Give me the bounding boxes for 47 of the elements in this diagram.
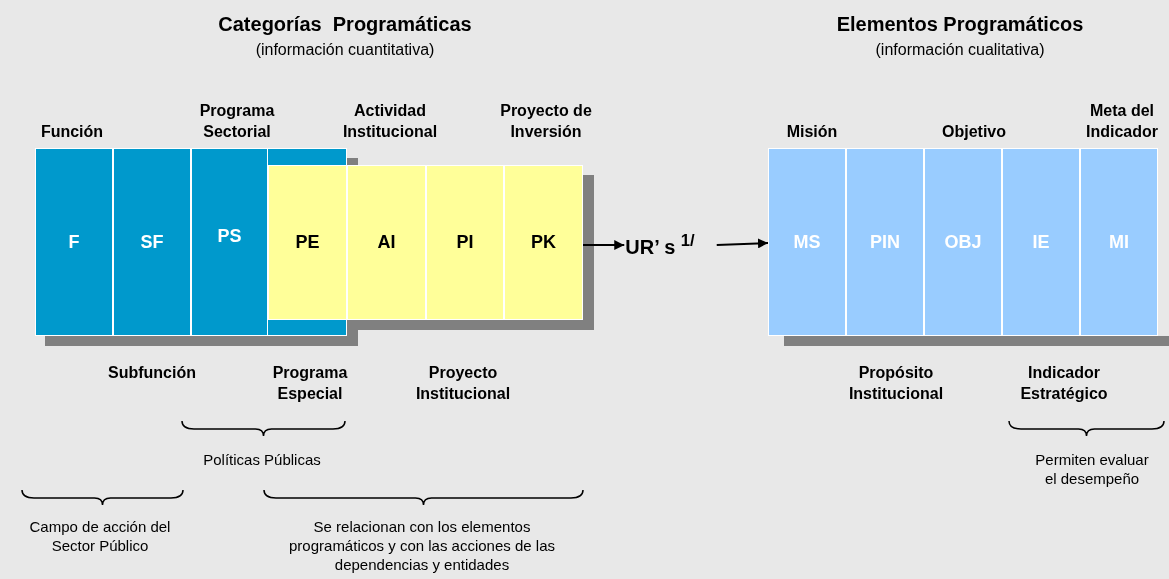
category-cell bbox=[846, 148, 924, 336]
section-subtitle: (información cuantitativa) bbox=[254, 40, 436, 60]
category-cell bbox=[35, 148, 113, 336]
category-cell bbox=[924, 148, 1002, 336]
column-heading: Meta del Indicador bbox=[1085, 101, 1159, 142]
cell-code: MS bbox=[793, 231, 821, 253]
cell-code: F bbox=[68, 231, 80, 253]
category-cell bbox=[191, 148, 268, 336]
column-heading: Subfunción bbox=[107, 363, 197, 383]
section-title: Elementos Programáticos bbox=[835, 12, 1085, 36]
brace-note: Se relacionan con los elementos programáticos y con las acciones de las dependencias y entidades bbox=[288, 517, 556, 574]
category-cell bbox=[113, 148, 191, 336]
column-heading: Actividad Institucional bbox=[341, 101, 439, 142]
cell-code: PI bbox=[456, 232, 474, 253]
column-heading: Misión bbox=[785, 122, 839, 142]
column-heading: Proyecto de Inversión bbox=[499, 101, 593, 142]
category-cell bbox=[1080, 148, 1158, 336]
brace-note: Políticas Públicas bbox=[202, 450, 322, 469]
category-cell bbox=[504, 165, 583, 320]
column-heading: Proyecto Institucional bbox=[414, 363, 512, 404]
column-heading: Programa Sectorial bbox=[198, 101, 276, 142]
section-subtitle: (información cualitativa) bbox=[874, 40, 1046, 60]
category-cell bbox=[268, 165, 347, 320]
arrow bbox=[582, 240, 626, 250]
unit-label: UR’ s $^{1/}$ bbox=[625, 231, 695, 259]
column-heading: Función bbox=[39, 122, 105, 142]
cell-code: OBJ bbox=[944, 231, 982, 253]
cell-code: PE bbox=[295, 232, 320, 253]
category-cell bbox=[768, 148, 846, 336]
brace-note: Campo de acción del Sector Público bbox=[28, 517, 172, 555]
cell-code: AI bbox=[377, 232, 396, 253]
column-heading: Objetivo bbox=[941, 122, 1007, 142]
cell-code: PIN bbox=[870, 231, 900, 253]
category-cell bbox=[426, 165, 504, 320]
cell-code: IE bbox=[1032, 231, 1050, 253]
category-cell bbox=[1002, 148, 1080, 336]
category-cell bbox=[347, 165, 426, 320]
section-title: Categorías Programáticas bbox=[217, 12, 473, 36]
column-heading: Indicador Estratégico bbox=[1019, 363, 1109, 404]
column-heading: Propósito Institucional bbox=[847, 363, 945, 404]
arrow bbox=[715, 238, 769, 249]
cell-code: MI bbox=[1109, 231, 1129, 253]
column-heading: Programa Especial bbox=[271, 363, 349, 404]
cell-code: PK bbox=[531, 232, 556, 253]
brace-note: Permiten evaluar el desempeño bbox=[1034, 450, 1150, 488]
cell-code: PS bbox=[217, 225, 242, 247]
cell-code: SF bbox=[140, 231, 164, 253]
